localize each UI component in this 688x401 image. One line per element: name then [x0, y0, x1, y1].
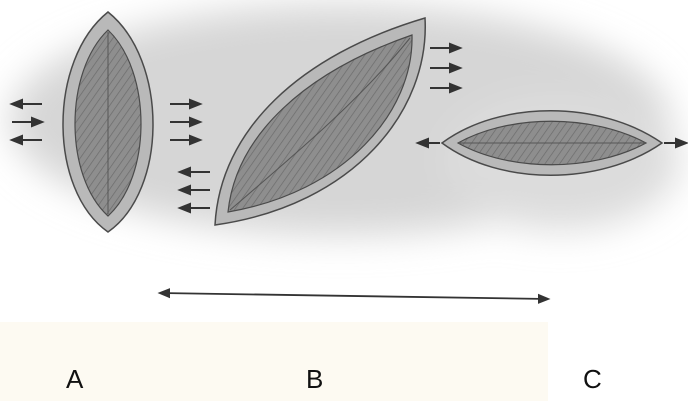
panel-label-b: B: [306, 366, 323, 392]
panel-label-a: A: [66, 366, 83, 392]
double-arrow-icon: [160, 293, 548, 299]
panel-label-c: C: [583, 366, 602, 392]
